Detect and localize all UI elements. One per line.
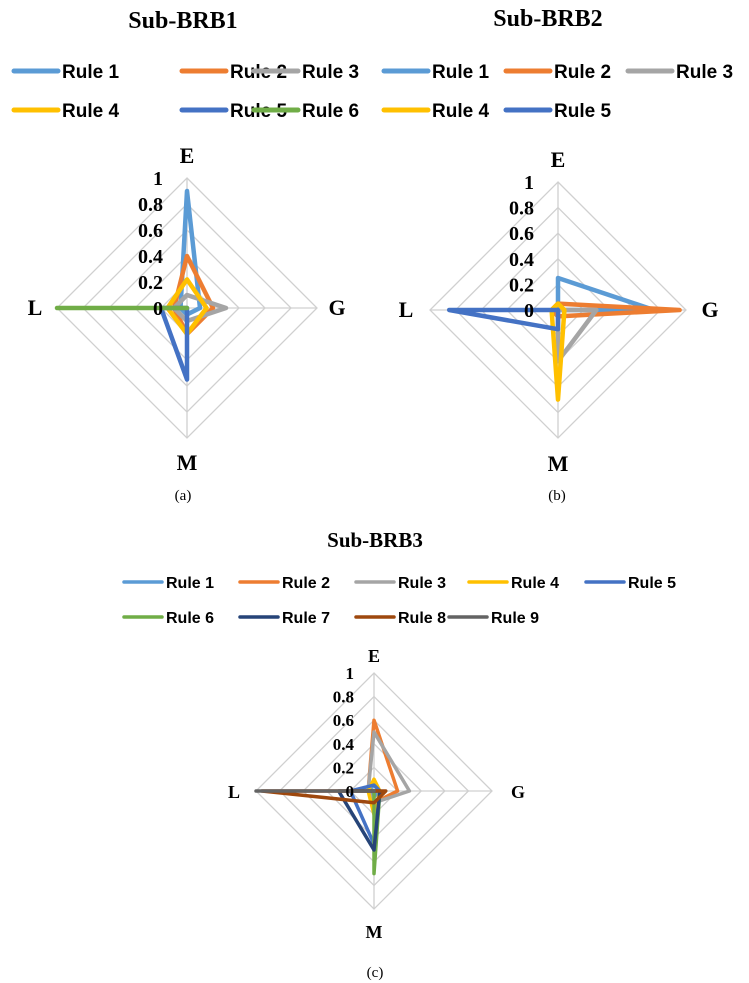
- legend-label: Rule 9: [491, 610, 539, 627]
- series-1-polygon: [555, 275, 657, 313]
- legend-label: Rule 4: [511, 575, 559, 592]
- legend-entry: Rule 3: [251, 62, 359, 83]
- legend-entry: Rule 7: [238, 610, 330, 627]
- legend-label: Rule 1: [432, 62, 489, 83]
- tick-label: 0.6: [509, 223, 534, 245]
- legend-entry: Rule 6: [122, 610, 214, 627]
- legend-entry: Rule 2: [503, 62, 611, 83]
- axis-label-m: M: [366, 922, 383, 942]
- series-3-polygon: [555, 307, 599, 364]
- legend-label: Rule 1: [166, 575, 214, 592]
- axis-label-l: L: [399, 297, 414, 322]
- legend-label: Rule 8: [398, 610, 446, 627]
- legend-label: Rule 4: [432, 101, 489, 122]
- legend-entry: Rule 5: [503, 101, 611, 122]
- legend-label: Rule 6: [302, 101, 359, 122]
- radial-ticks: 1 0.8 0.6 0.4 0.2 0: [138, 168, 163, 320]
- tick-label: 0: [153, 298, 163, 320]
- legend-label: Rule 2: [282, 575, 330, 592]
- axis-label-g: G: [328, 295, 345, 320]
- tick-label: 0.8: [509, 198, 534, 220]
- legend-entry: Rule 1: [11, 62, 119, 83]
- tick-label: 0.4: [509, 249, 534, 271]
- legend-entry: Rule 2: [238, 575, 330, 592]
- legend-entry: Rule 3: [354, 575, 446, 592]
- tick-label: 1: [524, 172, 534, 194]
- legend-label: Rule 4: [62, 101, 119, 122]
- series-5-polygon: [446, 307, 561, 332]
- legend-label: Rule 5: [628, 575, 676, 592]
- axis-label-e: E: [180, 143, 195, 168]
- legend-label: Rule 7: [282, 610, 330, 627]
- legend-entry: Rule 4: [11, 101, 119, 122]
- figure-caption: (b): [548, 488, 566, 504]
- axis-label-l: L: [28, 295, 43, 320]
- tick-label: 0.2: [138, 272, 163, 294]
- legend-entry: Rule 1: [381, 62, 489, 83]
- axis-label-m: M: [548, 451, 569, 476]
- chart-title: Sub-BRB3: [327, 528, 423, 552]
- tick-label: 0.4: [333, 735, 355, 754]
- legend-label: Rule 6: [166, 610, 214, 627]
- legend-label: Rule 3: [302, 62, 359, 83]
- legend-label: Rule 3: [398, 575, 446, 592]
- legend-label: Rule 2: [554, 62, 611, 83]
- legend-label: Rule 1: [62, 62, 119, 83]
- tick-label: 0: [346, 782, 355, 801]
- radial-ticks: 1 0.8 0.6 0.4 0.2 0: [333, 664, 355, 801]
- tick-label: 0.2: [509, 274, 534, 296]
- legend-entry: Rule 6: [251, 101, 359, 122]
- legend-entry: Rule 8: [354, 610, 446, 627]
- legend-label: Rule 3: [676, 62, 733, 83]
- radial-ticks: 1 0.8 0.6 0.4 0.2 0: [509, 172, 534, 322]
- tick-label: 1: [346, 664, 355, 683]
- axis-label-e: E: [551, 147, 566, 172]
- legend-entry: Rule 3: [625, 62, 733, 83]
- tick-label: 1: [153, 168, 163, 190]
- legend-entry: Rule 4: [381, 101, 489, 122]
- axis-label-m: M: [177, 450, 198, 475]
- legend-label: Rule 5: [554, 101, 611, 122]
- figure-caption: (a): [175, 488, 192, 504]
- chart-title: Sub-BRB1: [128, 8, 237, 34]
- figure-caption: (c): [367, 965, 384, 981]
- legend-entry: Rule 9: [447, 610, 539, 627]
- chart-title: Sub-BRB2: [493, 6, 602, 32]
- legend-entry: Rule 5: [584, 575, 676, 592]
- tick-label: 0.4: [138, 246, 163, 268]
- legend-entry: Rule 4: [467, 575, 559, 592]
- axis-label-l: L: [228, 782, 240, 802]
- tick-label: 0.8: [138, 194, 163, 216]
- tick-label: 0.6: [333, 711, 354, 730]
- axis-label-g: G: [511, 782, 525, 802]
- axis-label-e: E: [368, 646, 380, 666]
- tick-label: 0: [524, 300, 534, 322]
- tick-label: 0.6: [138, 220, 163, 242]
- tick-label: 0.8: [333, 688, 354, 707]
- tick-label: 0.2: [333, 758, 354, 777]
- legend-entry: Rule 1: [122, 575, 214, 592]
- axis-label-g: G: [701, 297, 718, 322]
